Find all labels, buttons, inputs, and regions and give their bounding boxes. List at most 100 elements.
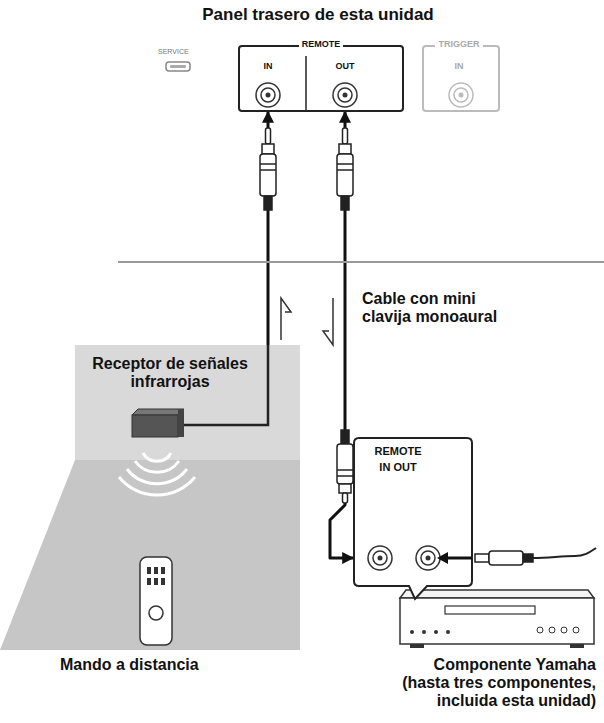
yamaha-component <box>400 590 594 598</box>
yamaha-component <box>573 627 579 633</box>
shape-part <box>368 546 392 570</box>
mini-plug-up <box>337 163 353 165</box>
yamaha-component <box>445 606 535 614</box>
mini-plug-left <box>533 548 596 558</box>
mini-plug-left <box>475 554 489 562</box>
remote-in-jack <box>256 83 280 107</box>
yamaha-component <box>400 590 594 648</box>
mini-plug-up <box>266 128 271 144</box>
ir-receiver-area: Receptor de señales infrarrojas <box>0 345 300 650</box>
remote-out-jack <box>338 88 352 102</box>
yamaha-component <box>549 627 555 633</box>
device-label: Componente Yamaha (hasta tres componente… <box>399 656 596 710</box>
shape-part <box>421 551 435 565</box>
shape-part <box>378 556 383 561</box>
trigger-jack <box>449 83 473 107</box>
mini-plug-left <box>523 554 533 562</box>
shape-part <box>147 567 151 574</box>
yamaha-component <box>570 644 584 648</box>
node-text: REMOTE <box>299 39 344 49</box>
shape-part <box>154 578 158 585</box>
shape-part <box>161 567 165 574</box>
remote-out-jack <box>333 83 357 107</box>
port-label: SERVICE <box>158 48 189 55</box>
yamaha-component <box>422 630 426 634</box>
trigger-jack <box>454 88 468 102</box>
mini-plug-down <box>341 430 349 444</box>
service-port <box>170 65 186 68</box>
shape-part <box>75 345 300 460</box>
yamaha-component <box>537 627 543 633</box>
mini-plug-up <box>339 144 351 154</box>
panel-divider <box>305 56 307 111</box>
mini-plug-up <box>264 196 272 210</box>
shape-part <box>416 546 440 570</box>
mini-plug-up <box>337 154 353 196</box>
signal-direction-arrow <box>323 298 333 345</box>
signal-direction-arrow <box>323 298 333 345</box>
node-text: REMOTE <box>374 445 421 457</box>
mini-plug-up <box>260 169 276 171</box>
shape-part <box>147 578 151 585</box>
mini-plug-down <box>337 475 353 477</box>
shape-part <box>373 551 387 565</box>
diagram-title: Panel trasero de esta unidad <box>202 5 433 25</box>
signal-direction-arrow <box>281 298 291 340</box>
shape-part <box>127 469 187 484</box>
yamaha-component <box>446 630 450 634</box>
node-text: TRIGGER <box>435 39 482 49</box>
yamaha-component <box>434 630 438 634</box>
mini-plug-up <box>343 128 348 144</box>
remote-out-jack <box>343 93 348 98</box>
mini-plug-down <box>337 469 353 471</box>
shape-part <box>135 461 179 472</box>
shape-part <box>161 578 165 585</box>
ir-receiver-area-shape <box>0 345 300 650</box>
device-label: Mando a distancia <box>60 656 199 674</box>
callout-bubble-shape <box>353 437 473 587</box>
trigger-jack <box>449 83 473 107</box>
shape-part <box>437 552 448 564</box>
remote-in-jack <box>266 93 271 98</box>
shape-part <box>132 415 178 437</box>
mini-plug-up <box>260 163 276 165</box>
mini-plug-up <box>341 196 349 210</box>
signal-direction-arrow <box>281 298 291 340</box>
shape-part <box>154 567 158 574</box>
mini-plug-up <box>262 144 274 154</box>
shape-part <box>0 460 300 650</box>
node-text: OUT <box>336 61 355 71</box>
mini-plug-up <box>260 128 276 210</box>
mini-plug-left <box>475 548 596 565</box>
remote-in-jack <box>256 83 280 107</box>
shape-part <box>354 438 472 599</box>
remote-out-jack <box>333 83 357 107</box>
trigger-jack <box>459 93 464 98</box>
service-port <box>166 62 190 71</box>
shape-part <box>149 606 163 620</box>
shape-part <box>426 556 431 561</box>
mini-plug-left <box>489 551 523 565</box>
remote-terminal-panel: REMOTEINOUT <box>238 45 404 112</box>
node-text: IN <box>455 61 464 71</box>
service-port <box>166 62 190 71</box>
yamaha-component <box>400 598 594 644</box>
callout-bubble: REMOTE IN OUT <box>353 437 473 587</box>
shape-part <box>178 409 184 437</box>
node-text: IN OUT <box>379 461 416 473</box>
shape-part <box>140 557 172 645</box>
remote-in-jack <box>261 88 275 102</box>
mini-plug-up <box>337 169 353 171</box>
shape-part <box>132 409 184 415</box>
node-text: IN <box>264 61 273 71</box>
shape-part <box>119 477 195 495</box>
yamaha-component <box>561 627 567 633</box>
yamaha-component <box>410 630 414 634</box>
trigger-terminal-panel: TRIGGERIN <box>422 45 500 112</box>
mini-plug-down <box>337 444 353 484</box>
mini-plug-down <box>339 484 351 493</box>
node-text: Receptor de señales infrarrojas <box>91 355 250 391</box>
mini-plug-down <box>343 493 348 503</box>
wall-line <box>118 261 604 263</box>
yamaha-component <box>410 644 424 648</box>
